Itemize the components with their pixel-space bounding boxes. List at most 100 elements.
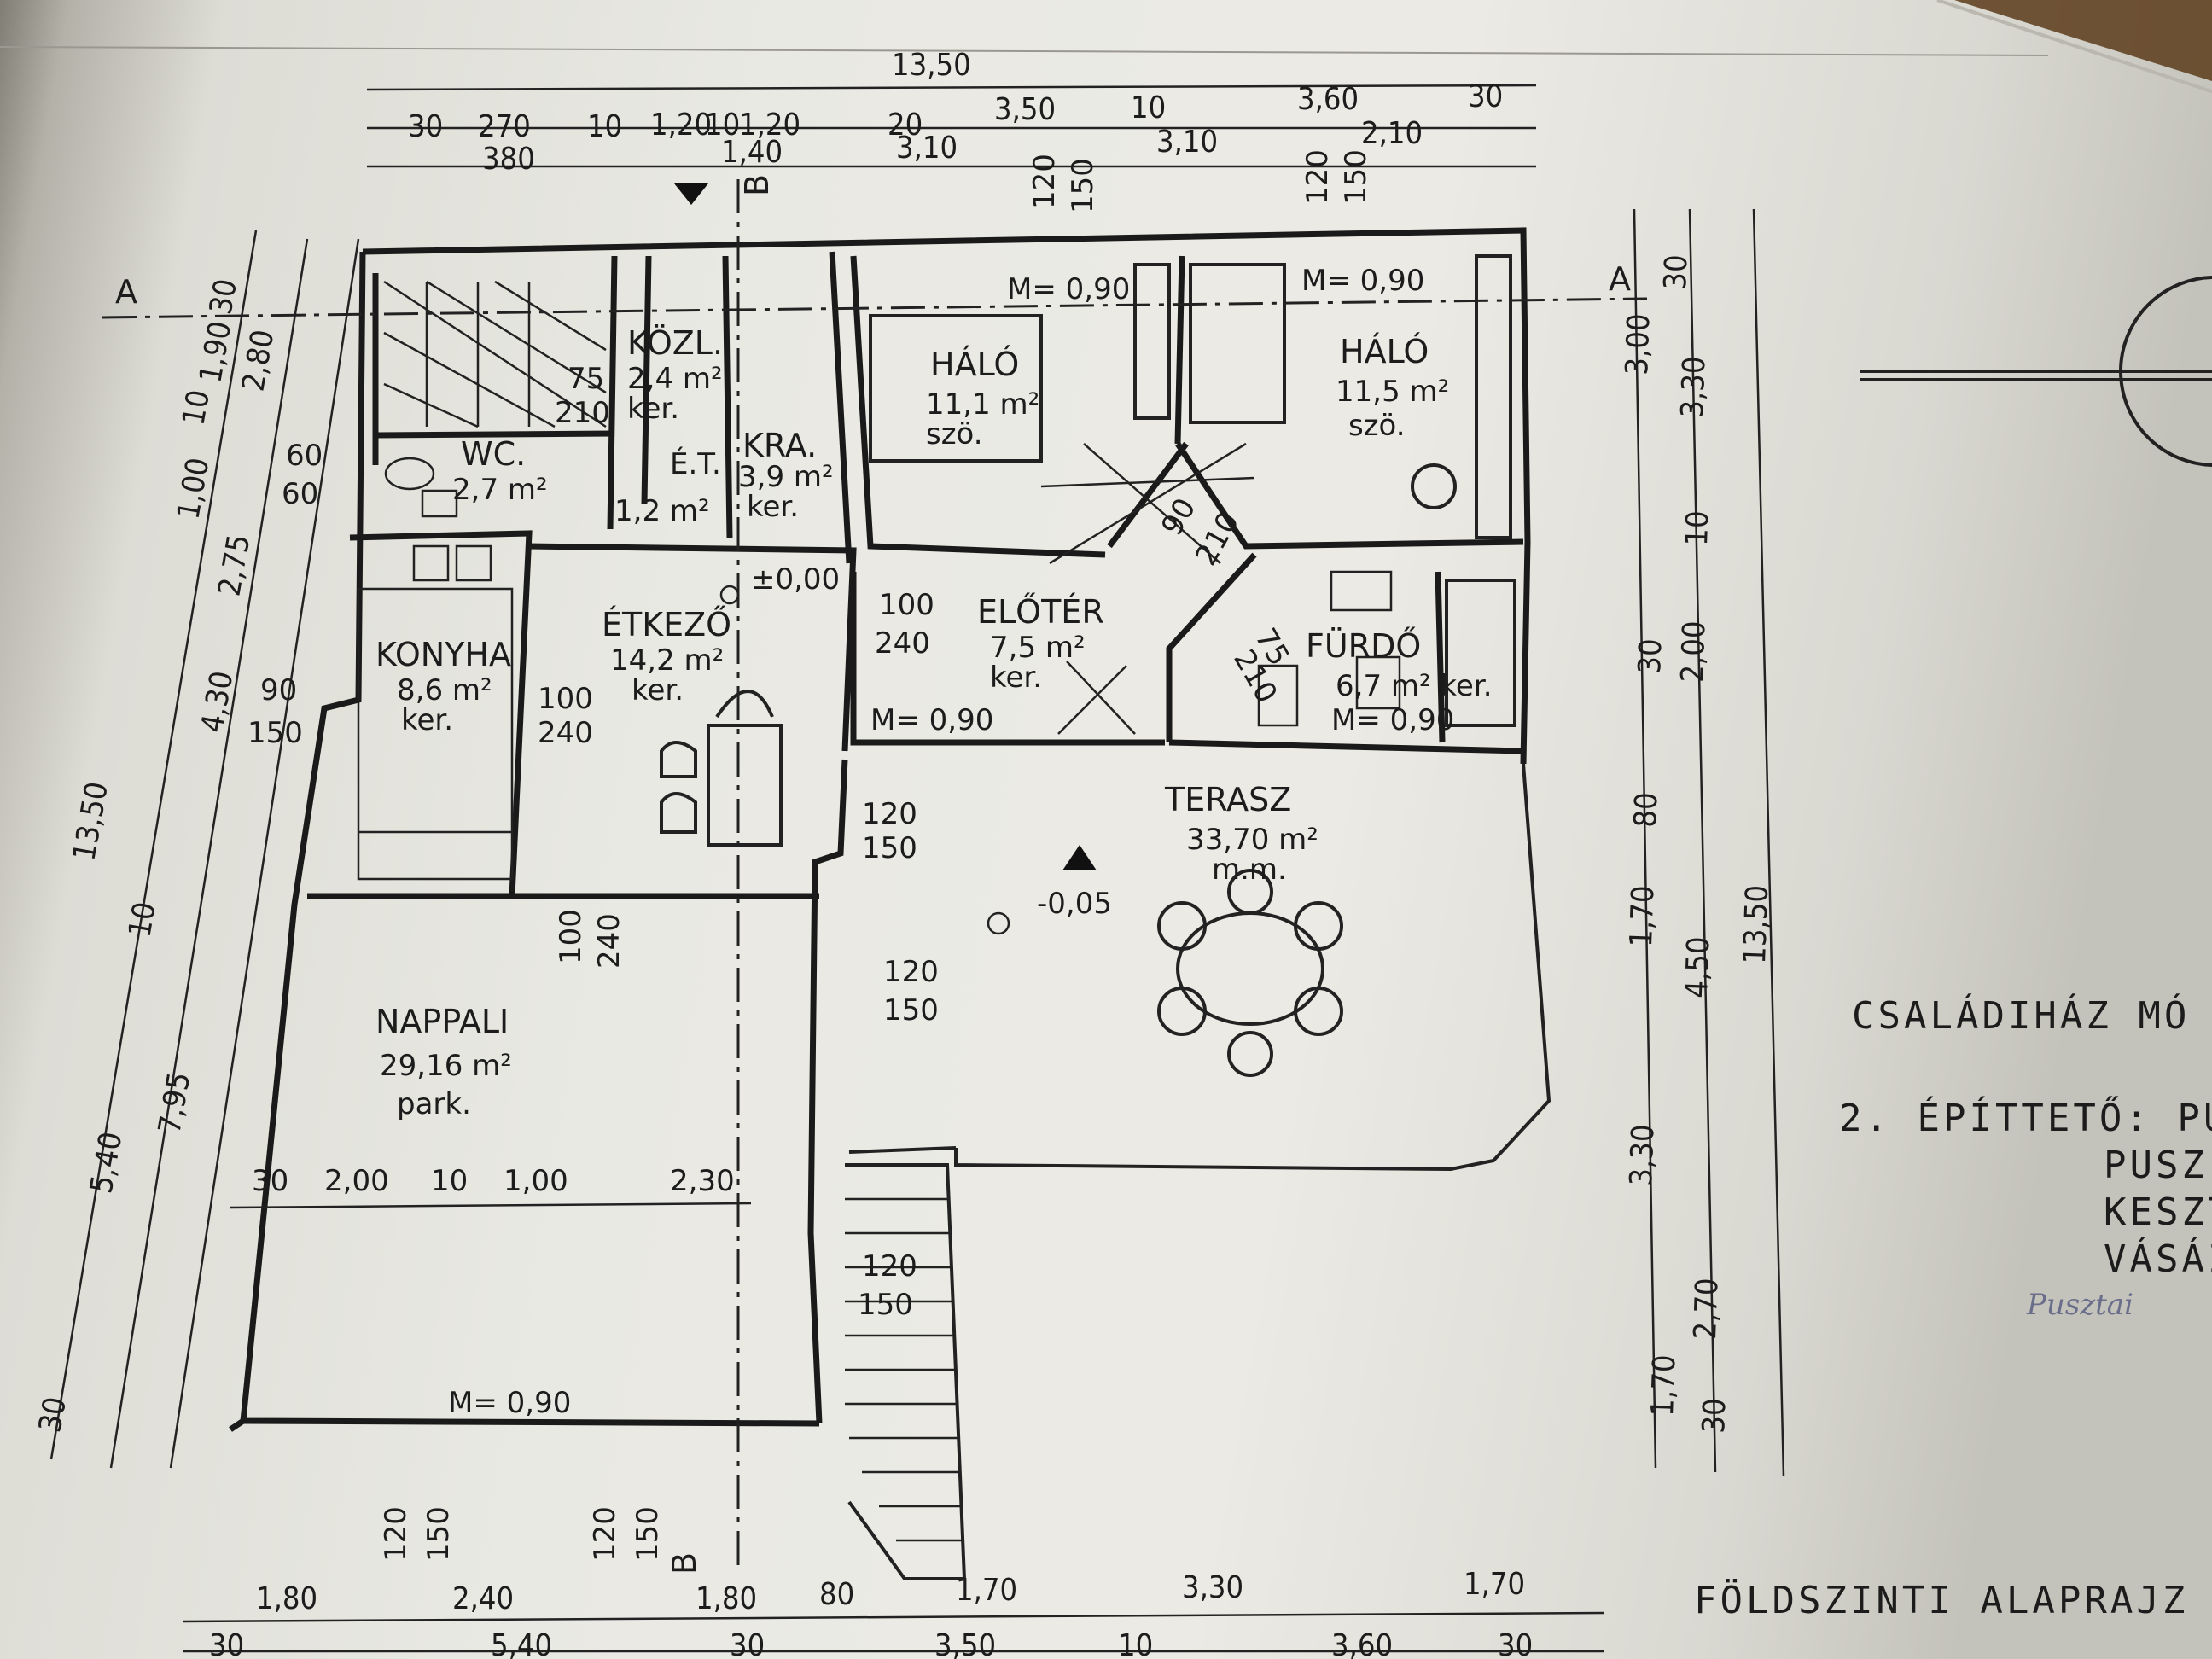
room-kozl-name: KÖZL. [627,324,723,362]
parapet-eloter: M= 0,90 [870,703,993,737]
wp-wc-windowb: 60 [282,477,318,511]
nappali-dim-0: 30 [252,1164,288,1198]
room-wc-name: WC. [461,435,526,473]
wp-bottom-win2b: 150 [631,1506,665,1562]
parapet-furdo: M= 0,90 [1331,703,1454,737]
dim-top-r2-0: 380 [482,142,535,177]
nappali-dim-2: 10 [431,1164,468,1198]
level-zero: ±0,00 [751,562,840,597]
room-kra-name: KRA. [742,427,817,464]
dim-top-r2-4: 2,10 [1361,116,1423,151]
wp-bottom-win2: 120 [588,1506,622,1562]
dim-bot-r2-1: 5,40 [491,1628,552,1659]
room-konyha-area: 8,6 m² [397,673,492,707]
dim-bot-r1-4: 1,70 [956,1573,1017,1608]
paper-edge [1936,0,2212,94]
room-eloter-floor: ker. [990,661,1042,695]
hall-stair-hatching [383,280,607,428]
dim-top-r2-2: 3,10 [896,131,958,166]
room-halo1-floor: szö. [926,417,983,451]
wp-window-halo2b: 150 [1339,149,1373,205]
room-halo2-area: 11,5 m² [1336,375,1449,409]
title-block: CSALÁDIHÁZ MÓ 2. ÉPÍTTETŐ: PUSZT PUSZ KE… [1694,992,2212,1622]
wp-door-konyha: 100 [538,682,593,716]
wp-terasz-3: 120 [862,1249,917,1284]
nappali-dim-3: 1,00 [504,1164,568,1198]
dim-right-inner-8: 1,70 [1645,1354,1682,1417]
room-halo1-area: 11,1 m² [926,387,1039,422]
wp-terasz-2: 120 [883,955,939,989]
dim-right-inner-1: 3,00 [1620,313,1656,375]
dim-right-inner-5: 80 [1628,792,1664,829]
wp-terasz-1b: 150 [862,831,917,865]
dim-top-r1-9: 3,60 [1297,82,1359,117]
room-wc-area: 2,7 m² [452,473,548,507]
dim-left-bottom: 30 [32,1394,73,1435]
dim-bot-r1-6: 1,70 [1464,1567,1525,1602]
wp-door-eloter: 100 [879,588,934,622]
room-eloter-name: ELŐTÉR [977,593,1104,631]
room-kozl-area: 2,4 m² [627,362,723,396]
parapet-halo1: M= 0,90 [1007,272,1130,306]
dim-left-inner-0: 5,40 [84,1129,129,1196]
section-mark-a-left: A [115,273,137,311]
section-lines: A A B B [102,174,1648,1575]
room-kra-area: 3,9 m² [738,460,834,494]
dim-left-inner-1: 10 [122,899,163,940]
room-terasz-floor: m.m. [1212,853,1287,887]
dim-bot-r1-2: 1,80 [696,1581,757,1616]
room-nappali-area: 29,16 m² [380,1049,512,1083]
wp-wc-window: 60 [286,439,323,473]
dim-right-mid-2: 3,30 [1624,1124,1661,1186]
wp-terasz-1: 120 [862,797,917,831]
dim-right-inner-7: 2,70 [1688,1278,1725,1340]
dim-right-mid-0: 3,30 [1675,356,1712,418]
wp-konyha-windowb: 150 [247,716,303,750]
dim-top-r1-10: 30 [1468,79,1503,114]
section-mark-a-right: A [1609,260,1631,298]
wp-door-konyhab: 240 [538,716,593,750]
room-terasz-name: TERASZ [1164,781,1291,818]
dim-bot-r1-3: 80 [819,1577,854,1612]
right-dimensions: 13,50 3,30 4,50 3,30 30 3,00 10 2,00 30 … [1620,208,1785,1477]
room-etkezo-name: ÉTKEZŐ [602,606,731,643]
dim-right-inner-9: 30 [1697,1398,1732,1435]
dim-bot-r2-6: 30 [1498,1628,1533,1659]
nappali-dim-1: 2,00 [324,1164,389,1198]
wp-window-halo1b: 150 [1066,158,1100,213]
dim-top-r1-2: 10 [587,109,622,144]
level-arrow-icon [1062,845,1097,870]
project-name: CSALÁDIHÁZ MÓ [1852,992,2190,1038]
wp-bottom-win1: 120 [379,1506,413,1562]
dim-bot-r2-5: 3,60 [1331,1628,1393,1659]
wp-bottom-win1b: 150 [422,1506,456,1562]
room-halo2-floor: szö. [1348,409,1406,443]
dim-left-inner-5: 30 [203,276,244,317]
room-nappali-name: NAPPALI [375,1003,509,1040]
bottom-dimensions: 1,80 2,40 1,80 80 1,70 3,30 1,70 30 5,40… [183,1567,1605,1659]
paper-fold [1954,0,2212,81]
dim-top-r2-1: 1,40 [721,135,783,170]
wp-door-eloterb: 240 [875,626,930,661]
builder-line-3: VÁSÁI [2104,1236,2212,1281]
dim-top-r1-4: 10 [705,108,740,143]
dim-right-mid-1: 4,50 [1679,936,1716,998]
dim-right-inner-4: 30 [1633,638,1668,675]
north-arrow [1860,276,2212,467]
room-etkezo-floor: ker. [632,673,684,707]
room-eloter-area: 7,5 m² [990,631,1086,665]
top-dimensions: 13,50 30 270 10 1,20 10 1,20 20 3,50 10 … [366,48,1537,177]
room-furdo-name: FÜRDŐ [1306,627,1421,665]
dim-left-mid-0: 7,95 [152,1069,197,1136]
room-halo1-name: HÁLÓ [930,346,1019,383]
dim-left-outer: 13,50 [67,779,114,863]
room-nappali-floor: park. [397,1087,471,1121]
furniture [357,254,1516,1077]
room-konyha-floor: ker. [401,703,453,737]
signature: Pusztai [2026,1288,2133,1322]
dim-right-inner-3: 2,00 [1675,620,1712,683]
dim-right-inner-0: 30 [1658,254,1694,291]
room-furdo-area: 6,7 m² ker. [1336,669,1493,703]
dim-right-inner-6: 1,70 [1624,885,1661,947]
dim-right-inner-2: 10 [1679,510,1715,547]
